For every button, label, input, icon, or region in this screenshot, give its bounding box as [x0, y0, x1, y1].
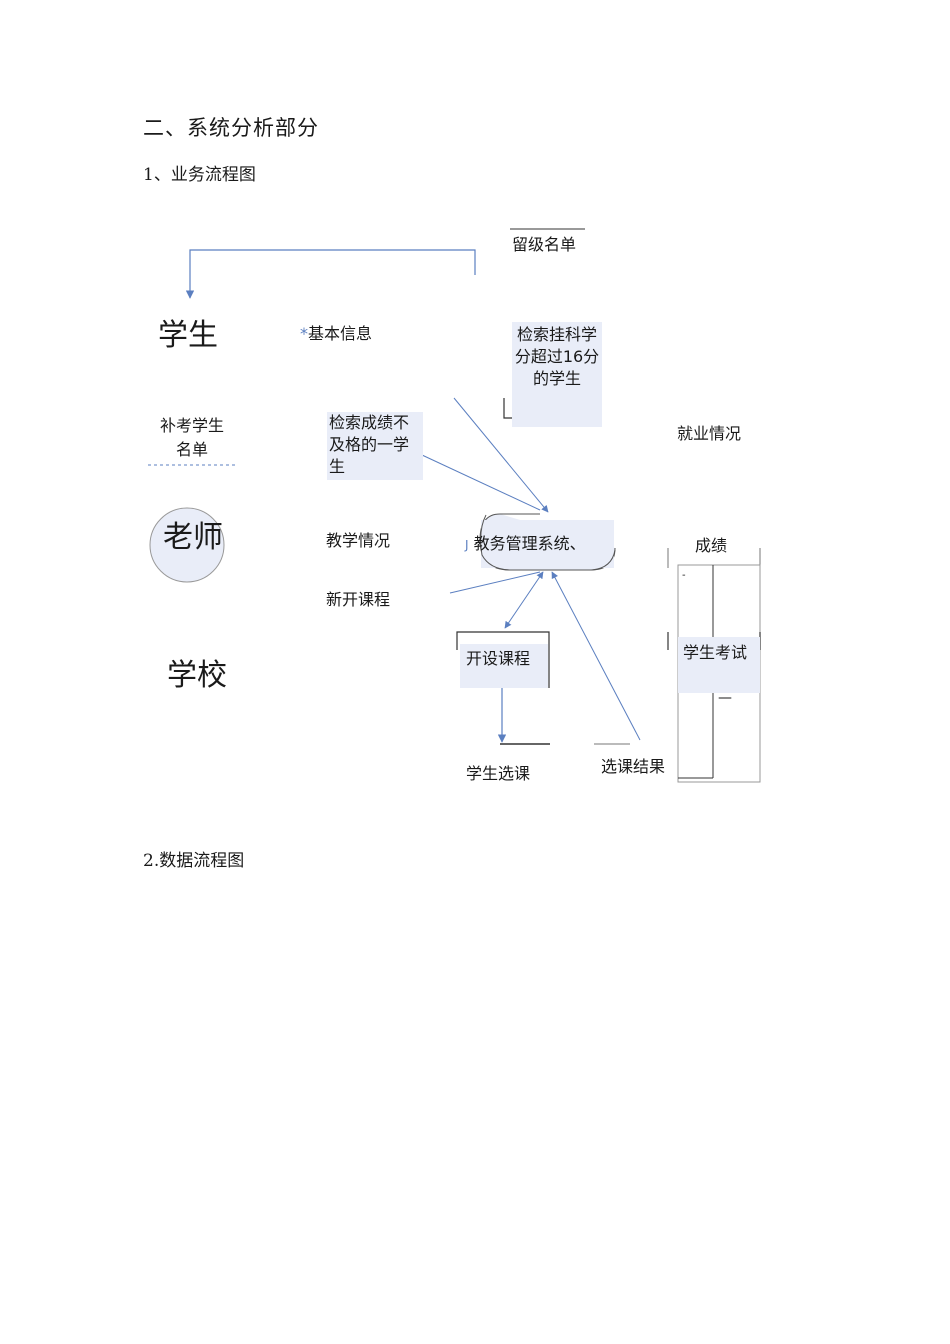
flow-selection-result-system — [551, 571, 641, 741]
makeup-list-line2: 名单 — [175, 440, 208, 459]
process-student-exam: 学生考试 — [678, 637, 760, 693]
flow-failed-to-system — [421, 454, 541, 511]
section-title: 二、系统分析部分 — [143, 116, 319, 140]
teacher-circle — [149, 507, 225, 583]
label-student-selection: 学生选课 — [466, 764, 531, 783]
label-retained-list: 留级名单 — [512, 235, 577, 254]
entity-teacher: 老师 — [163, 520, 223, 555]
subsection-business-flow: 1、业务流程图 — [143, 165, 256, 185]
flow-new-courses — [449, 571, 541, 594]
flow-retained-to-student — [185, 249, 476, 299]
process-search-failed: 检索成绩不及格的一学生 — [327, 412, 423, 480]
system-process-fill — [481, 520, 614, 568]
entity-school: 学校 — [167, 658, 227, 693]
label-employment: 就业情况 — [677, 424, 742, 443]
system-label: 教务管理系统、 — [473, 534, 586, 553]
label-grades: 成绩 — [695, 536, 728, 555]
flow-open-courses-system — [504, 571, 544, 629]
exam-minus: — — [718, 690, 732, 706]
process-search-failed-16: 检索挂科学分超过16分的学生 — [512, 322, 602, 427]
process-system: J 教务管理系统、 — [465, 530, 586, 554]
label-new-courses: 新开课程 — [326, 590, 391, 609]
basic-info-mark: * — [300, 324, 308, 343]
diagram-connectors — [148, 228, 761, 783]
open-courses-frame — [456, 631, 550, 688]
label-teaching: 教学情况 — [326, 531, 391, 550]
grades-dash: - — [682, 570, 686, 581]
entity-student: 学生 — [158, 318, 218, 353]
label-selection-result: 选课结果 — [601, 757, 666, 776]
search16-bracket — [503, 398, 512, 419]
process-open-courses: 开设课程 — [460, 644, 548, 688]
system-prefix: J — [465, 538, 469, 552]
makeup-list-line1: 补考学生 — [159, 416, 224, 435]
subsection-data-flow: 2.数据流程图 — [143, 851, 245, 871]
flow-search-to-system — [453, 397, 549, 513]
basic-info-text: 基本信息 — [308, 324, 373, 343]
label-basic-info: *基本信息 — [300, 320, 372, 344]
label-makeup-list: 补考学生 名单 — [152, 414, 232, 462]
